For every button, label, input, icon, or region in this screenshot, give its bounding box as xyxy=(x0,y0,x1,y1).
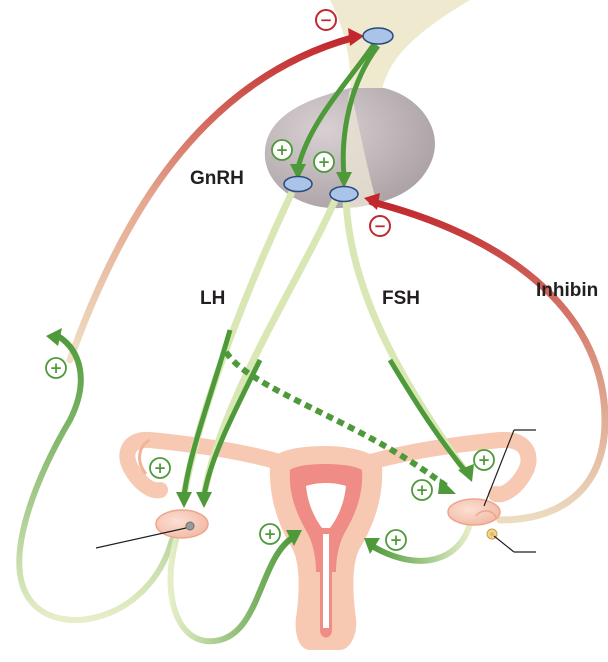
plus-sign-right-ovary-b: + xyxy=(473,449,495,471)
hypothalamus-stalk xyxy=(330,0,470,95)
right-ovary xyxy=(447,498,501,540)
plus-sign-uterus-right: + xyxy=(385,529,407,551)
plus-sign-left-ovary: + xyxy=(149,457,171,479)
svg-text:+: + xyxy=(318,153,331,171)
right-ovary-to-uterus-arrow xyxy=(364,521,473,564)
gnrh-to-pituitary-arrows xyxy=(290,42,380,188)
svg-text:+: + xyxy=(50,359,63,377)
svg-text:+: + xyxy=(154,459,167,477)
lh-second-arrow xyxy=(196,196,340,508)
gonadotroph-cell-right xyxy=(329,185,359,203)
fsh-label: FSH xyxy=(382,288,420,309)
inhibin-label: Inhibin xyxy=(536,280,598,301)
gnrh-label: GnRH xyxy=(190,168,244,189)
fsh-arrow xyxy=(342,199,474,482)
svg-text:−: − xyxy=(320,11,333,29)
minus-sign-top: − xyxy=(315,9,337,31)
plus-sign-right-ovary-a: + xyxy=(411,479,433,501)
uterus xyxy=(119,431,537,650)
svg-text:+: + xyxy=(416,481,429,499)
plus-sign-pit-left: + xyxy=(271,139,293,161)
svg-text:+: + xyxy=(390,531,403,549)
svg-text:−: − xyxy=(374,217,387,235)
left-loop-arrow xyxy=(16,328,175,623)
plus-sign-far-left: + xyxy=(45,357,67,379)
left-ovary xyxy=(155,509,209,539)
inhibin-arrow xyxy=(364,193,608,524)
plus-sign-pit-right: + xyxy=(313,151,335,173)
minus-sign-inhibin: − xyxy=(369,215,391,237)
leader-lines xyxy=(95,429,536,553)
svg-text:+: + xyxy=(264,525,277,543)
gnrh-feedback-arrow xyxy=(66,28,364,364)
left-ovary-to-uterus-arrow xyxy=(167,530,302,645)
plus-sign-uterus-left: + xyxy=(259,523,281,545)
lh-dashed-arrow xyxy=(223,350,456,494)
svg-text:+: + xyxy=(276,141,289,159)
lh-label: LH xyxy=(200,288,225,309)
gonadotroph-cell-left xyxy=(283,175,313,193)
lh-arrow xyxy=(176,190,296,508)
svg-text:+: + xyxy=(478,451,491,469)
hypothalamic-neuron xyxy=(362,27,394,45)
